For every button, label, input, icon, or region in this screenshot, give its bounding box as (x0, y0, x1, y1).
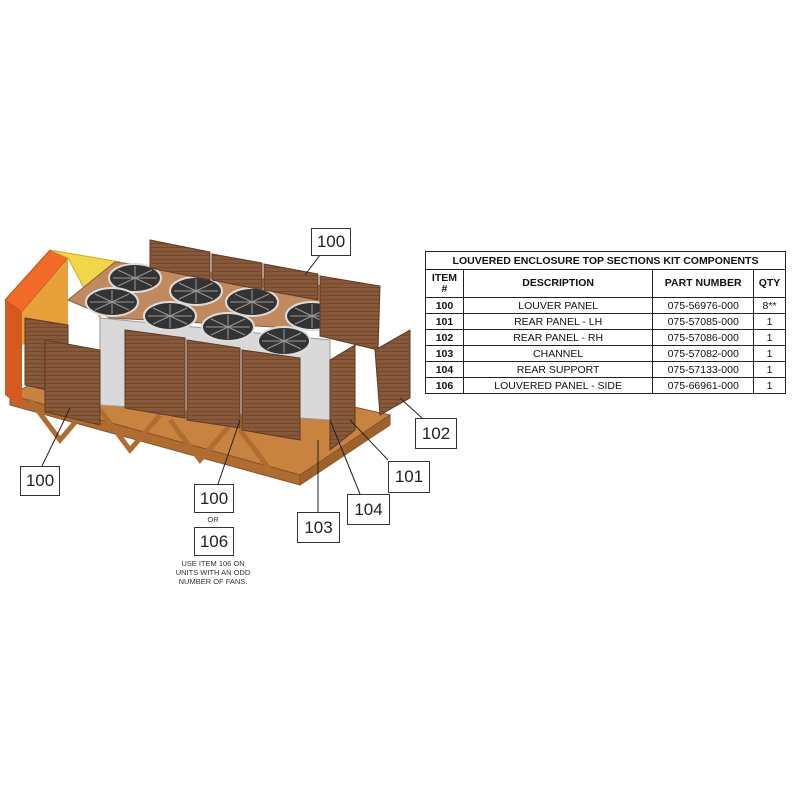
leader-lines (41, 254, 423, 512)
cell-item: 106 (425, 377, 464, 394)
note-line-1: USE ITEM 106 ON (181, 559, 245, 568)
cell-part-number: 075-57086-000 (652, 329, 755, 346)
cell-qty: 1 (753, 361, 786, 378)
cell-item: 100 (425, 297, 464, 314)
fan (201, 312, 255, 342)
cell-part-number: 075-57082-000 (652, 345, 755, 362)
table-title-row: LOUVERED ENCLOSURE TOP SECTIONS KIT COMP… (425, 251, 786, 270)
cell-part-number: 075-57085-000 (652, 313, 755, 330)
callout-rear-panel-rh: 102 (415, 418, 457, 449)
header-description: DESCRIPTION (462, 269, 654, 298)
odd-fans-note: USE ITEM 106 ON UNITS WITH AN ODD NUMBER… (162, 559, 264, 586)
cell-qty: 1 (753, 313, 786, 330)
note-line-2: UNITS WITH AN ODD (175, 568, 251, 577)
cell-description: CHANNEL (462, 345, 654, 362)
callout-side-panel: 106 (194, 527, 234, 556)
fan (169, 276, 223, 306)
fan (225, 287, 279, 317)
cell-description: REAR SUPPORT (462, 361, 654, 378)
table-title: LOUVERED ENCLOSURE TOP SECTIONS KIT COMP… (425, 251, 786, 270)
cell-description: LOUVERED PANEL - SIDE (462, 377, 654, 394)
fan (143, 301, 197, 331)
callout-rear-panel-lh: 101 (388, 461, 430, 493)
header-part-number: PART NUMBER (652, 269, 755, 298)
cell-qty: 1 (753, 345, 786, 362)
cell-description: REAR PANEL - LH (462, 313, 654, 330)
table-row: 104 REAR SUPPORT 075-57133-000 1 (425, 361, 786, 378)
table-row: 101 REAR PANEL - LH 075-57085-000 1 (425, 313, 786, 330)
cell-part-number: 075-57133-000 (652, 361, 755, 378)
table-row: 102 REAR PANEL - RH 075-57086-000 1 (425, 329, 786, 346)
table-row: 100 LOUVER PANEL 075-56976-000 8** (425, 297, 786, 314)
table-header-row: ITEM# DESCRIPTION PART NUMBER QTY (425, 269, 786, 298)
cell-qty: 1 (753, 377, 786, 394)
cell-item: 104 (425, 361, 464, 378)
cell-part-number: 075-56976-000 (652, 297, 755, 314)
or-label: OR (207, 515, 219, 524)
table-row: 106 LOUVERED PANEL - SIDE 075-66961-000 … (425, 377, 786, 394)
cell-description: LOUVER PANEL (462, 297, 654, 314)
cell-part-number: 075-66961-000 (652, 377, 755, 394)
fan (85, 287, 139, 317)
cell-qty: 8** (753, 297, 786, 314)
cell-item: 101 (425, 313, 464, 330)
fan (108, 263, 162, 293)
callout-front-louver-panel: 100 (194, 484, 234, 513)
header-item-line1: ITEM (431, 271, 458, 284)
callout-channel: 103 (297, 512, 340, 543)
table-row: 103 CHANNEL 075-57082-000 1 (425, 345, 786, 362)
header-item: ITEM# (425, 269, 464, 298)
cell-item: 102 (425, 329, 464, 346)
cell-item: 103 (425, 345, 464, 362)
cell-qty: 1 (753, 329, 786, 346)
callout-left-louver-panel: 100 (20, 466, 60, 496)
note-line-3: NUMBER OF FANS. (178, 577, 248, 586)
header-qty: QTY (753, 269, 786, 298)
kit-components-table: LOUVERED ENCLOSURE TOP SECTIONS KIT COMP… (425, 251, 786, 394)
louver-panels (24, 239, 411, 452)
header-item-line2: # (441, 282, 448, 295)
callout-top-louver-panel: 100 (311, 228, 351, 256)
cell-description: REAR PANEL - RH (462, 329, 654, 346)
callout-rear-support: 104 (347, 494, 390, 525)
fan (257, 326, 311, 356)
